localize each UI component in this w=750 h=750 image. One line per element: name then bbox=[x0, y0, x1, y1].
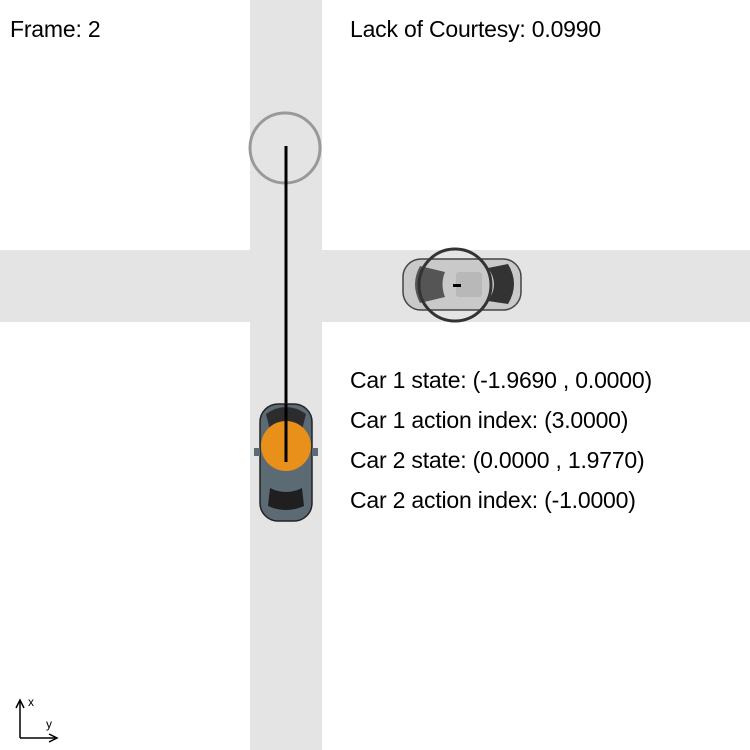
courtesy-readout: Lack of Courtesy: 0.0990 bbox=[350, 15, 601, 43]
axis-x-label: x bbox=[28, 695, 34, 709]
axis-indicator: x y bbox=[15, 695, 59, 743]
car2-center-marker bbox=[453, 284, 461, 287]
frame-label: Frame: bbox=[10, 16, 82, 42]
courtesy-value: 0.0990 bbox=[531, 16, 601, 42]
car2-collision-ring bbox=[417, 247, 493, 323]
axis-y-label: y bbox=[46, 717, 52, 731]
horizontal-road bbox=[0, 250, 750, 322]
car2-state-text: Car 2 state: (0.0000 , 1.9770) bbox=[350, 447, 645, 473]
car1-state-text: Car 1 state: (-1.9690 , 0.0000) bbox=[350, 367, 652, 393]
frame-counter: Frame: 2 bbox=[10, 15, 101, 43]
car1-action-text: Car 1 action index: (3.0000) bbox=[350, 407, 629, 433]
frame-value: 2 bbox=[87, 16, 101, 42]
car2-sprite bbox=[402, 258, 522, 311]
car2-action-text: Car 2 action index: (-1.0000) bbox=[350, 487, 636, 513]
courtesy-label: Lack of Courtesy: bbox=[350, 16, 526, 42]
